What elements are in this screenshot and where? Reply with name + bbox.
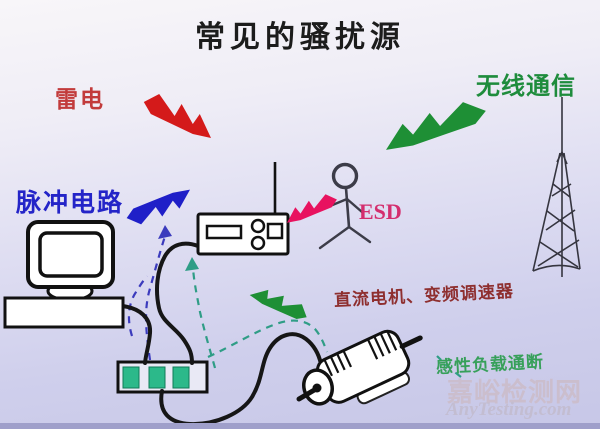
magenta-lightning-bolt-icon: [287, 193, 339, 224]
label-pulse-circuit: 脉冲电路: [16, 189, 125, 217]
computer-icon: [3, 220, 125, 329]
teal-arrowhead: [185, 257, 199, 271]
small-green-lightning-bolt-icon: [249, 272, 314, 337]
label-wireless-communication: 无线通信: [476, 73, 576, 100]
antenna-tower-icon: [532, 97, 581, 277]
motor-icon: [296, 329, 423, 406]
label-lightning-source: 雷电: [55, 86, 105, 112]
power-strip-icon: [116, 360, 209, 394]
radio-device-icon: [196, 162, 290, 256]
green-lightning-bolt-icon: [386, 100, 490, 152]
blue-arrowhead: [158, 225, 172, 239]
label-esd: ESD: [359, 199, 402, 224]
watermark-site-url: AnyTesting.com: [446, 399, 572, 420]
bottom-border-bar: [0, 423, 600, 429]
person-icon: [318, 162, 372, 250]
teal-dashed-interference-path: [191, 267, 462, 378]
blue-dashed-interference-path: [127, 235, 167, 361]
blue-lightning-bolt-icon: [124, 188, 190, 226]
red-lightning-bolt-icon: [141, 92, 211, 140]
watermark-site-name: 嘉峪检测网: [447, 377, 583, 407]
page-title: 常见的骚扰源: [195, 21, 405, 54]
